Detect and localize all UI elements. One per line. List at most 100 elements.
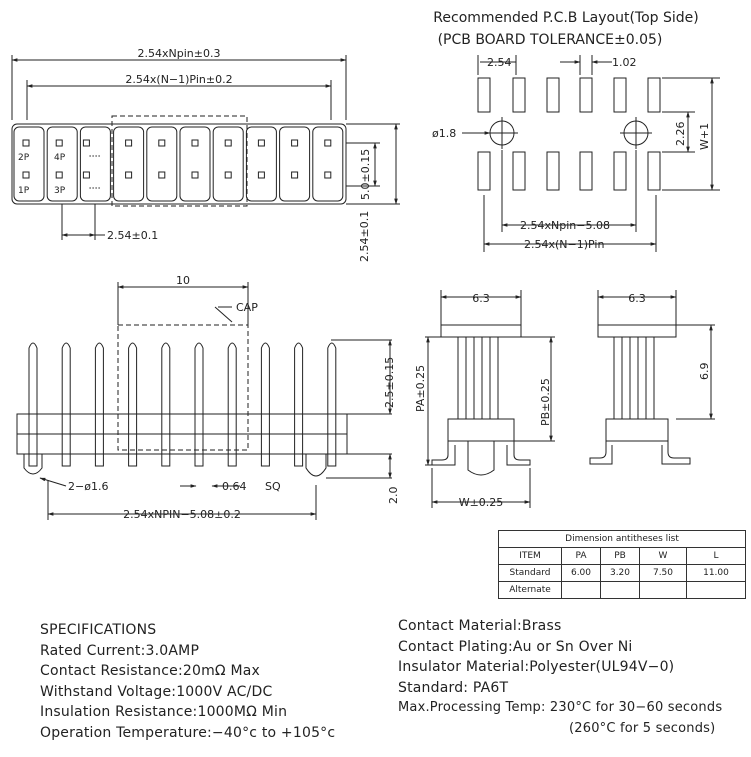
pin-block [46,126,78,202]
pin-block [212,126,244,202]
side-pin [294,342,304,454]
dim-pa: PA±0.25 [414,365,427,412]
dim-pcb-pad: 1.02 [612,56,637,69]
side-pin-tail [260,453,270,467]
pin-square [324,139,332,147]
dim-n1-top: 2.54x(N−1)Pin±0.2 [125,73,232,86]
pin-block [146,126,178,202]
label-3p: 3P [54,186,66,196]
side-pin [327,342,337,454]
side-pin [260,342,270,454]
dim-pcb-n1: 2.54x(N−1)Pin [524,238,604,251]
table-row: Standard 6.00 3.20 7.50 11.00 [498,564,746,582]
table-cell [600,581,640,599]
pin-square [22,171,30,179]
dim-npin-top: 2.54xNpin±0.3 [138,47,221,60]
pin-square [191,139,199,147]
side-pin-tail [128,453,138,467]
pcb-tolerance: (PCB BOARD TOLERANCE±0.05) [438,32,663,48]
pcb-pad [613,151,627,191]
side-pin-tail [327,453,337,467]
side-pin-tail [194,453,204,467]
spec-line: (260°C for 5 seconds) [569,720,716,736]
pcb-pad [613,77,627,113]
pin-square [257,171,265,179]
table-cell: 11.00 [686,564,746,582]
top-view-labels: 2.54xNpin±0.3 2.54x(N−1)Pin±0.2 2P 4P 1P… [18,47,372,262]
label-cap: CAP [236,301,258,314]
pin-square [191,171,199,179]
dim-pcb-row: 2.26 [674,122,687,147]
pin-square [224,139,232,147]
pin-square [82,171,90,179]
side-pin-tail [161,453,171,467]
table-caption-row: Dimension antitheses list [498,530,746,548]
end-view-a [425,290,555,508]
table-header-cell: L [686,547,746,565]
pin-square [291,171,299,179]
pcb-pad [579,151,593,191]
side-pin [194,342,204,454]
pcb-pad [477,151,491,191]
pin-block [179,126,211,202]
dim-width-b: 6.3 [628,292,646,305]
table-cell [686,581,746,599]
side-pin [227,342,237,454]
pin-block [79,126,111,202]
table-header-cell: ITEM [498,547,562,565]
pin-square [158,139,166,147]
label-4p: 4P [54,153,66,163]
dim-pcb-npin: 2.54xNpin−5.08 [520,219,610,232]
dimension-table: Dimension antitheses list ITEM PA PB W L… [498,530,746,599]
pcb-labels: Recommended P.C.B Layout(Top Side) (PCB … [432,10,711,251]
table-row: Alternate [498,581,746,599]
spec-line: Max.Processing Temp: 230°C for 30−60 sec… [398,700,723,715]
pcb-pad [546,151,560,191]
specs-left: SPECIFICATIONS Rated Current:3.0AMP Cont… [40,620,335,743]
side-pin-tail [94,453,104,467]
pin-block [279,126,311,202]
pcb-pad [477,77,491,113]
pin-square [158,171,166,179]
side-pin-tail [61,453,71,467]
table-cell [639,581,687,599]
spec-line: Rated Current:3.0AMP [40,642,200,659]
table-cell: 6.00 [561,564,601,582]
dim-height-top: 5.0±0.15 [359,149,372,200]
side-pin [128,342,138,454]
dim-pitch-vertical: 2.54±0.1 [358,211,371,262]
pin-square [125,139,133,147]
spec-line: Operation Temperature:−40°c to +105°c [40,724,336,741]
spec-line: Insulation Resistance:1000MΩ Min [40,704,288,720]
table-header-cell: W [639,547,687,565]
table-header-row: ITEM PA PB W L [498,547,746,565]
table-cell [561,581,601,599]
dim-pcb-hole: ø1.8 [432,127,456,140]
dim-cap-width: 10 [176,274,190,287]
side-pin-tail [227,453,237,467]
side-view-labels: 10 CAP 2.5±0.15 2.0 2−ø1.6 0.64 SQ 2.54x… [68,274,400,521]
dim-width-a: 6.3 [472,292,490,305]
pcb-title: Recommended P.C.B Layout(Top Side) [433,10,698,26]
dim-upper: 2.5±0.15 [383,357,396,408]
table-caption: Dimension antitheses list [498,530,746,548]
label-1p: 1P [18,186,30,196]
end-view-a-labels: 6.3 PA±0.25 PB±0.25 W±0.25 [414,292,552,509]
pcb-pad [512,151,526,191]
top-view [11,55,400,240]
side-pin [161,342,171,454]
dim-height-b: 6.9 [698,363,711,381]
table-cell: 7.50 [639,564,687,582]
end-view-b [589,290,715,465]
dim-pitch-top: 2.54±0.1 [107,229,158,242]
specs-right: Contact Material:Brass Contact Plating:A… [398,616,751,739]
spec-line: Contact Material:Brass [398,618,562,634]
pcb-pad [512,77,526,113]
pcb-layout [462,55,720,252]
table-cell: 3.20 [600,564,640,582]
dim-lower: 2.0 [387,487,400,505]
pcb-pad [647,77,661,113]
table-cell: Alternate [498,581,562,599]
pin-square [257,139,265,147]
dim-w: W±0.25 [459,496,504,509]
